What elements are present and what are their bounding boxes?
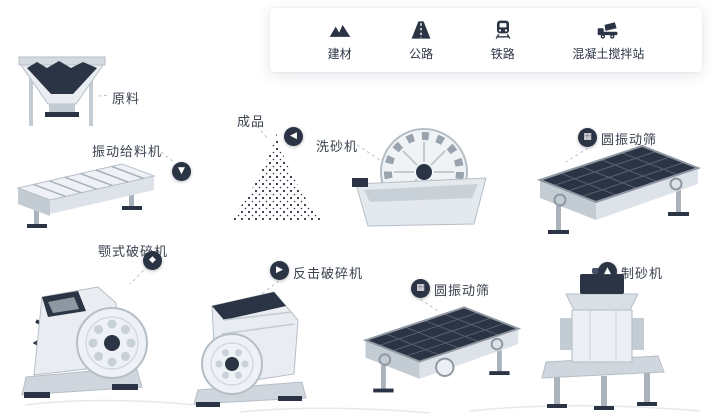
impact-crusher-graphic (193, 291, 307, 407)
raw-material-hopper-graphic (18, 56, 106, 126)
vibrating-feeder-graphic (16, 163, 156, 228)
building-materials-icon (329, 24, 350, 37)
circular-vibrating-screen-top-badge-icon: ▦ (578, 128, 597, 147)
jaw-crusher-graphic (21, 286, 148, 398)
finished-product-label: 成品 (237, 115, 266, 130)
sand-washer (350, 124, 490, 232)
legend-item-railway: 铁路 (491, 18, 515, 62)
vibrating-feeder (10, 156, 162, 234)
vibrating-feeder-label: 振动给料机 (92, 145, 163, 160)
raw-material-hopper (16, 50, 108, 130)
legend-item-label: 铁路 (490, 47, 515, 61)
sand-making-machine (538, 266, 670, 411)
circular-vibrating-screen-top-graphic (537, 144, 701, 234)
sand-making-machine-graphic (541, 268, 665, 410)
legend-item-label: 建材 (327, 47, 352, 61)
highway-icon (411, 21, 431, 39)
sand-washer-graphic (352, 128, 487, 227)
circular-vibrating-screen-bottom (352, 294, 526, 400)
circular-vibrating-screen-bottom-label: 圆振动筛 (434, 284, 491, 299)
legend-item-label: 公路 (409, 47, 434, 61)
sand-washer-badge-icon: ◀ (284, 127, 303, 146)
impact-crusher (182, 276, 317, 408)
legend-panel: 建材 公路 铁路 (270, 8, 702, 72)
impact-crusher-label: 反击破碎机 (293, 267, 364, 282)
legend-item-building-materials: 建材 (328, 18, 352, 62)
finished-product-pile-graphic (230, 132, 322, 220)
concrete-mixing-station-icon (598, 22, 618, 39)
jaw-crusher (20, 263, 155, 403)
sand-making-machine-badge-icon: ▲ (598, 262, 617, 281)
impact-crusher-badge-icon: ▶ (270, 261, 289, 280)
circular-vibrating-screen-top-label: 圆振动筛 (601, 133, 658, 148)
sand-making-machine-label: 制砂机 (621, 267, 664, 282)
finished-product-pile (226, 126, 326, 226)
legend-item-label: 混凝土搅拌站 (572, 47, 645, 61)
legend-item-highway: 公路 (409, 18, 433, 62)
circular-vibrating-screen-bottom-graphic (362, 306, 522, 393)
legend-item-concrete-mixing-station: 混凝土搅拌站 (572, 18, 644, 62)
vibrating-feeder-badge-icon: ▼ (172, 162, 191, 181)
jaw-crusher-badge-icon: ◆ (143, 251, 162, 270)
sand-washer-label: 洗砂机 (316, 140, 359, 155)
railway-icon (495, 20, 511, 39)
circular-vibrating-screen-bottom-badge-icon: ▦ (411, 279, 430, 298)
raw-material-label: 原料 (112, 92, 141, 107)
circular-vibrating-screen-top (526, 136, 706, 238)
